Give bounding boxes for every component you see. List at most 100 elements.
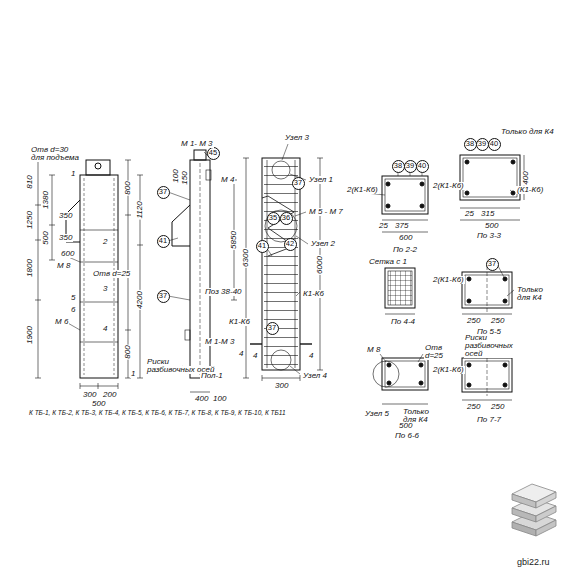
callout-number: 40	[490, 140, 498, 148]
dimension: 1800	[26, 258, 34, 278]
drawing-label: М 5 - М 7	[308, 208, 344, 216]
dimension: 250	[490, 317, 505, 325]
callout-circle: 36	[280, 212, 293, 225]
dimension: 4200	[136, 290, 144, 310]
drawing-label: Только для К4	[516, 286, 558, 302]
dimension: 250	[466, 403, 481, 411]
dimension: 500	[42, 230, 50, 245]
callout-circle: 38	[464, 138, 477, 151]
drawing-label: 2(К1-К6)	[432, 182, 465, 190]
callout-number: 38	[466, 140, 474, 148]
dimension: 5850	[230, 230, 238, 250]
dimension: 1120	[136, 200, 144, 219]
dimension: 150	[181, 170, 189, 185]
callout-number: 36	[282, 214, 290, 222]
callout-circle: 37	[157, 186, 170, 199]
callout-circle: 41	[256, 240, 269, 253]
drawing-label: По 3-3	[476, 232, 502, 240]
dimension: 3	[102, 285, 108, 293]
callout-number: 39	[478, 140, 486, 148]
drawing-label: Пол-1	[200, 372, 224, 380]
node-reference: Узел 4	[302, 372, 328, 380]
dimension: 2	[102, 238, 108, 246]
node-reference: Узел 3	[284, 134, 310, 142]
dimension: 1	[70, 170, 76, 178]
callout-circle: 42	[284, 238, 297, 251]
drawing-label: По 6-6	[394, 432, 420, 440]
dimension: 1900	[26, 325, 34, 345]
drawing-label: М 1- М 3	[180, 140, 214, 148]
drawing-label: Отв d=25	[424, 344, 450, 360]
dimension: 100	[212, 395, 227, 403]
dimension: 200	[102, 391, 117, 399]
dimension: 4	[102, 325, 108, 333]
drawing-label: (К1-К6)	[516, 186, 544, 194]
callout-number: 41	[159, 237, 167, 245]
drawing-label: К ТБ-1, К ТБ-2, К ТБ-3, К ТБ-4, К ТБ-5, …	[28, 410, 287, 417]
drawing-label: К1-К6	[302, 290, 325, 298]
callout-circle: 39	[476, 138, 489, 151]
dimension: 375	[394, 222, 409, 230]
callout-number: 39	[406, 162, 414, 170]
dimension: 600	[60, 250, 75, 258]
callout-circle: 38	[392, 160, 405, 173]
callout-number: 45	[209, 149, 217, 157]
callout-number: 40	[418, 162, 426, 170]
dimension: 810	[26, 174, 34, 189]
dimension: 6000	[316, 255, 324, 275]
dimension: 1380	[42, 190, 50, 210]
drawing-label: М 8	[366, 346, 381, 354]
drawing-label: Риски	[146, 358, 170, 366]
drawing-label: Отв d=30	[30, 146, 69, 154]
dimension: 250	[490, 403, 505, 411]
drawing-label: По 7-7	[476, 416, 502, 424]
dimension: 100	[172, 168, 180, 183]
dimension: 5	[70, 294, 76, 302]
drawing-label: М 8	[56, 262, 71, 270]
callout-number: 38	[394, 162, 402, 170]
callout-number: 37	[294, 179, 302, 187]
dimension: 315	[480, 210, 495, 218]
drawing-label: для подъема	[30, 154, 80, 162]
drawing-label: М 1-М 3	[204, 338, 235, 346]
dimension: 300	[274, 382, 289, 390]
callout-circle: 37	[157, 290, 170, 303]
drawing-label: Только для К4	[500, 128, 555, 136]
dimension: 4	[238, 350, 244, 358]
dimension: 4	[252, 352, 258, 360]
drawing-label: По 2-2	[392, 246, 418, 254]
callout-circle: 37	[292, 177, 305, 190]
callout-number: 37	[159, 188, 167, 196]
node-reference: Узел 1	[308, 176, 334, 184]
dimension: 25	[464, 210, 475, 218]
drawing-label: 2(К1-К6)	[432, 276, 465, 284]
drawing-label: Риски разбивочных осей	[464, 334, 526, 358]
callout-number: 37	[159, 292, 167, 300]
dimension: 600	[398, 234, 413, 242]
node-reference: Узел 2	[310, 240, 336, 248]
drawing-label: gbi22.ru	[516, 558, 551, 567]
drawing-label: По 4-4	[390, 318, 416, 326]
drawing-label: М 6	[54, 318, 69, 326]
dimension: 350	[58, 234, 73, 242]
dimension: 250	[466, 317, 481, 325]
callout-number: 37	[488, 260, 496, 268]
dimension: 400	[194, 395, 209, 403]
dimension: 25	[378, 222, 389, 230]
callout-number: 37	[268, 324, 276, 332]
dimension: 300	[82, 391, 97, 399]
drawing-label: 2(К1-К6)	[432, 366, 465, 374]
callout-circle: 45	[207, 147, 220, 160]
dimension: 1	[130, 370, 136, 378]
drawing-label: 2(К1-К6)	[346, 186, 379, 194]
callout-number: 35	[269, 214, 277, 222]
dimension: 350	[58, 212, 73, 220]
callout-circle: 41	[157, 235, 170, 248]
dimension: 500	[398, 422, 413, 430]
drawing-label: Поз 38-40	[204, 288, 243, 296]
drawing-label: Отв d=25	[92, 270, 131, 278]
dimension: 500	[484, 222, 499, 230]
callout-circle: 37	[486, 258, 499, 271]
callout-circle: 39	[404, 160, 417, 173]
